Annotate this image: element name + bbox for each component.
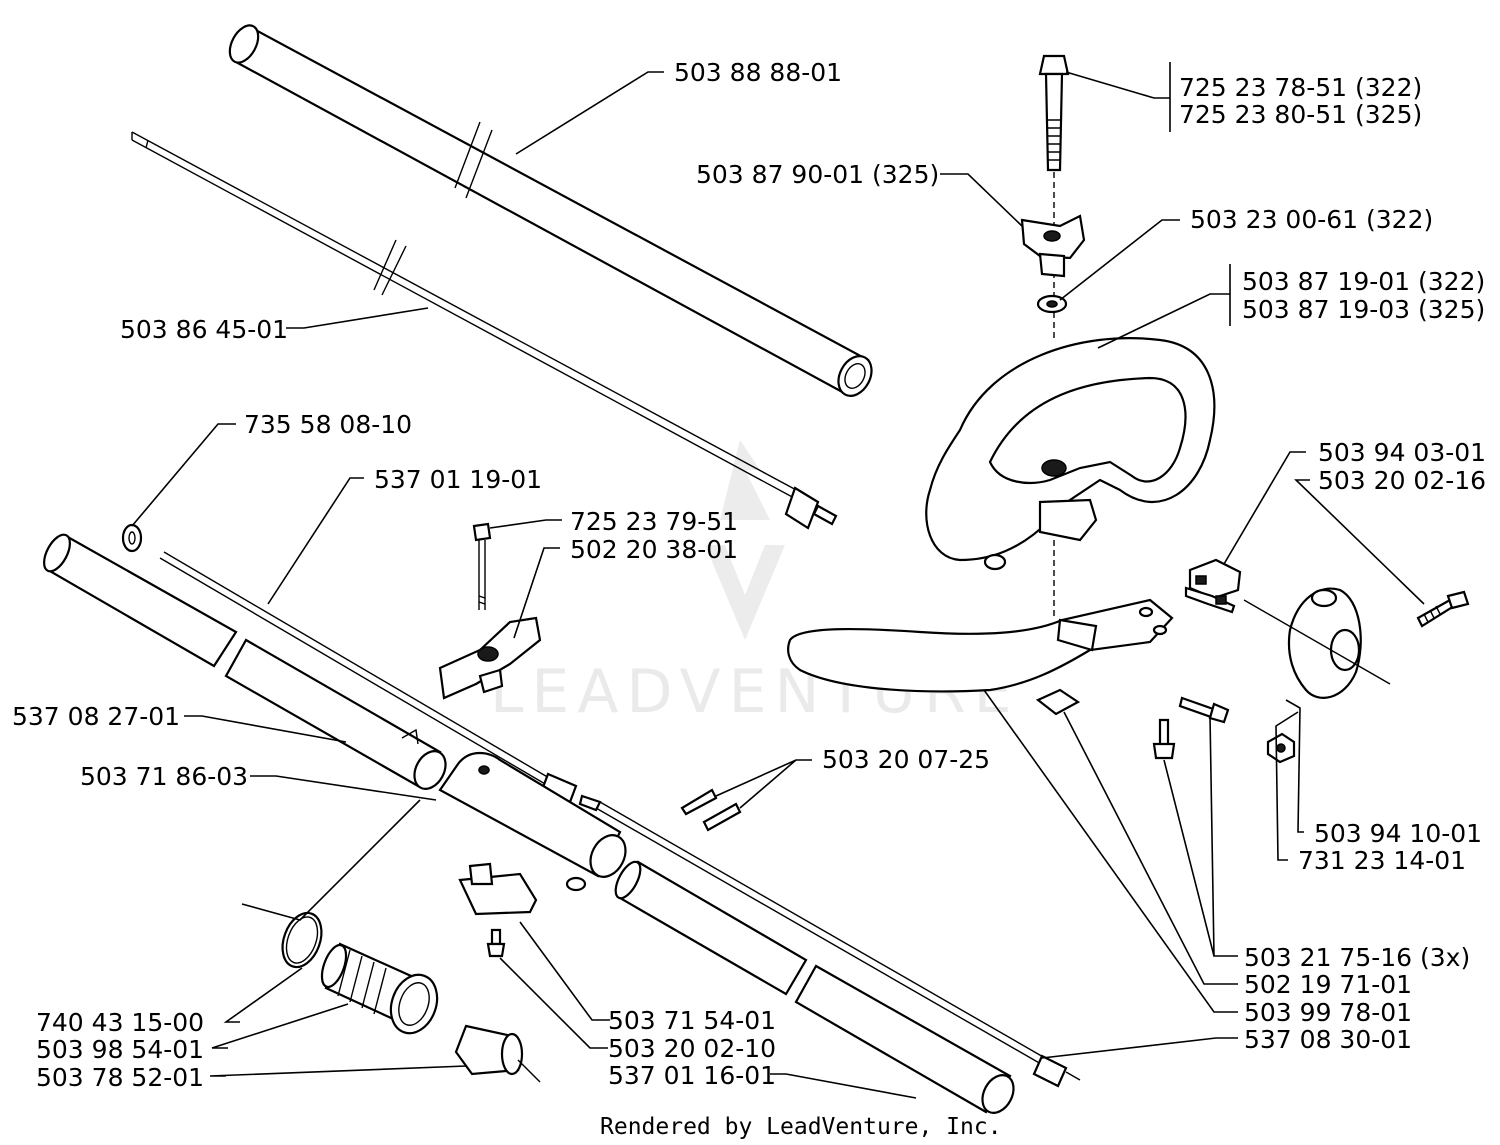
part-number-503871901[interactable]: 503 87 19-01 (322) [1242,267,1485,296]
clamp-blocks[interactable] [1184,558,1242,614]
part-number-502203801[interactable]: 502 20 38-01 [570,535,738,564]
part-number-740431500[interactable]: 740 43 15-00 [36,1008,204,1037]
part-labels: 503 88 88-01 725 23 78-51 (322) 725 23 8… [12,58,1486,1092]
part-number-502197101[interactable]: 502 19 71-01 [1244,970,1412,999]
part-number-503997801[interactable]: 503 99 78-01 [1244,998,1412,1027]
o-ring[interactable] [276,908,329,973]
part-number-503200725[interactable]: 503 20 07-25 [822,745,990,774]
drive-shaft-lower[interactable] [159,551,578,804]
part-number-503871903[interactable]: 503 87 19-03 (325) [1242,295,1485,324]
part-number-537083001[interactable]: 537 08 30-01 [1244,1025,1412,1054]
part-number-503217516[interactable]: 503 21 75-16 (3x) [1244,943,1470,972]
upper-shaft-tube[interactable] [224,21,878,402]
part-number-537011901[interactable]: 537 01 19-01 [374,465,542,494]
part-number-503230061[interactable]: 503 23 00-61 (322) [1190,205,1433,234]
part-number-725238051[interactable]: 725 23 80-51 (325) [1179,100,1422,129]
clamp-bolt[interactable] [472,522,492,610]
drive-shaft-upper[interactable] [131,131,838,530]
part-number-503940301[interactable]: 503 94 03-01 [1318,438,1486,467]
part-number-503864501[interactable]: 503 86 45-01 [120,315,288,344]
lower-shaft-tube[interactable] [595,801,1081,1118]
part-number-503785201[interactable]: 503 78 52-01 [36,1063,204,1092]
screw-set[interactable] [1152,696,1230,760]
part-number-537011601[interactable]: 537 01 16-01 [608,1061,776,1090]
footer-credit: Rendered by LeadVenture, Inc. [600,1114,1002,1140]
loop-handle[interactable] [925,337,1216,620]
part-number-503200210[interactable]: 503 20 02-10 [608,1034,776,1063]
clamp-screw[interactable] [1416,590,1470,628]
part-number-537082701[interactable]: 537 08 27-01 [12,702,180,731]
part-number-503200216[interactable]: 503 20 02-16 [1318,466,1486,495]
part-number-725237951[interactable]: 725 23 79-51 [570,507,738,536]
square-nut[interactable] [1035,688,1081,716]
part-number-731231401[interactable]: 731 23 14-01 [1298,846,1466,875]
part-number-503715401[interactable]: 503 71 54-01 [608,1006,776,1035]
handle-bracket[interactable] [1243,587,1391,699]
part-number-503941001[interactable]: 503 94 10-01 [1314,819,1482,848]
coupler-screws[interactable] [578,788,742,832]
wing-knob[interactable] [1020,214,1086,278]
part-number-503985401[interactable]: 503 98 54-01 [36,1035,204,1064]
bracket-screw[interactable] [486,928,506,958]
tube-coupler[interactable] [438,751,632,916]
part-number-735580810[interactable]: 735 58 08-10 [244,410,412,439]
bearing-sleeve[interactable] [317,942,445,1040]
part-number-503718603[interactable]: 503 71 86-03 [80,762,248,791]
part-number-725237851[interactable]: 725 23 78-51 (322) [1179,73,1422,102]
lower-tube-half[interactable] [39,531,452,795]
part-number-503888801[interactable]: 503 88 88-01 [674,58,842,87]
washer[interactable] [1036,294,1068,314]
leader-lines [131,62,1425,1099]
nut[interactable] [1266,732,1296,764]
end-cap[interactable] [454,1024,541,1083]
support-bar[interactable] [787,598,1174,693]
part-number-503879001[interactable]: 503 87 90-01 (325) [696,160,939,189]
wing-knob-lower[interactable] [438,616,542,700]
handle-bolt[interactable] [1038,54,1070,340]
spacer-washer[interactable] [121,523,143,553]
